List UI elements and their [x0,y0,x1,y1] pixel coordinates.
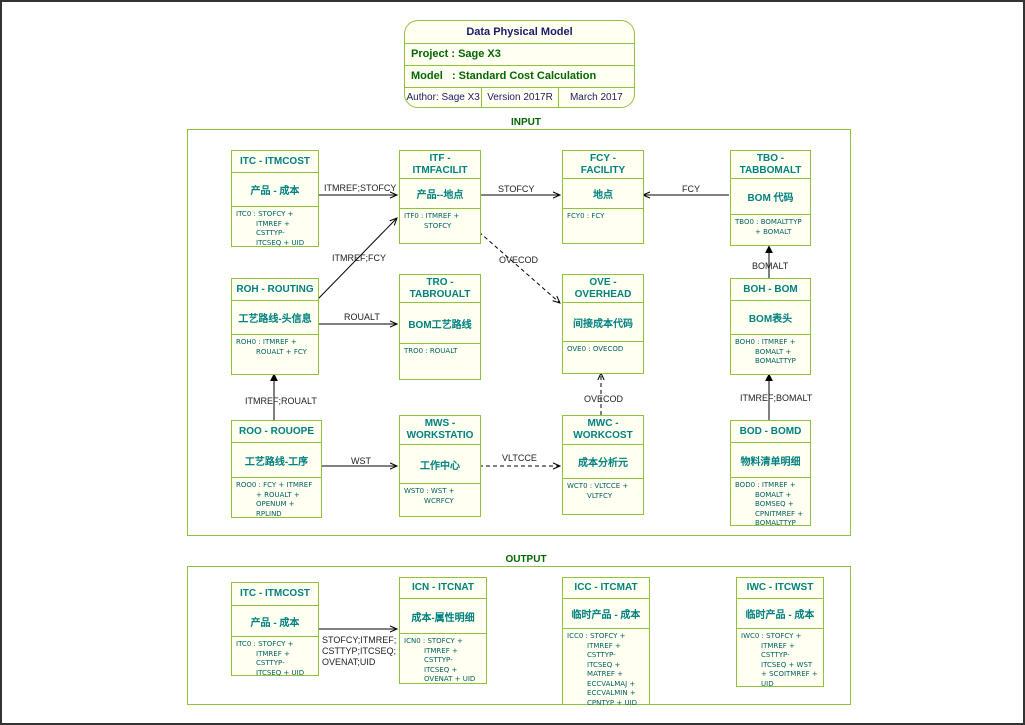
entity-keys: ITC0 : STOFCY + ITMREF + CSTTYP- ITCSEQ … [236,640,305,677]
entity-keys: BOD0 : ITMREF + BOMALT + BOMSEQ + CPNITM… [735,481,804,527]
entity-header: ICC - ITCMAT [563,578,649,599]
entity-roh-routing[interactable]: ROH - ROUTING 工艺路线-头信息 ROH0 : ITMREF + R… [231,278,319,375]
label-itf-fcy: STOFCY [498,184,535,194]
entity-comment: 工艺路线-头信息 [232,301,318,335]
entity-keys: ROO0 : FCY + ITMREF + ROUALT + OPENUM + … [236,481,313,518]
entity-mws-workstatio[interactable]: MWS - WORKSTATIO 工作中心 WST0 : WST + WCRFC… [399,415,481,517]
entity-keys: OVE0 : OVECOD [567,345,624,353]
entity-icn-itcnat[interactable]: ICN - ITCNAT 成本-属性明细 ICN0 : STOFCY + ITM… [399,577,487,684]
link-roh-itf [317,218,397,300]
entity-header: ROH - ROUTING [232,279,318,301]
entity-bod-bomd[interactable]: BOD - BOMD 物料清单明细 BOD0 : ITMREF + BOMALT… [730,420,811,527]
entity-keys: WST0 : WST + WCRFCY [404,487,455,505]
entity-comment: 物料清单明细 [731,443,810,478]
entity-roo-rouope[interactable]: ROO - ROUOPE 工艺路线-工序 ROO0 : FCY + ITMREF… [231,420,322,518]
entity-mwc-workcost[interactable]: MWC - WORKCOST 成本分析元 WCT0 : VLTCCE + VLT… [562,415,644,515]
label-tbo-fcy: FCY [682,184,700,194]
entity-comment: 产品 - 成本 [232,173,318,207]
entity-comment: 临时产品 - 成本 [737,599,823,629]
label-mwc-ove: OVECOD [584,394,624,404]
entity-keys: BOH0 : ITMREF + BOMALT + BOMALTTYP [735,338,796,365]
label-mws-mwc: VLTCCE [502,453,537,463]
entity-comment: 工艺路线-工序 [232,443,321,478]
entity-icc-itcmat[interactable]: ICC - ITCMAT 临时产品 - 成本 ICC0 : STOFCY + I… [562,577,650,707]
entity-comment: BOM 代码 [731,179,810,215]
entity-header: ITF - ITMFACILIT [400,151,480,179]
entity-header: TBO - TABBOMALT [731,151,810,179]
label-itc-itf: ITMREF;STOFCY [324,183,397,193]
entity-comment: BOM工艺路线 [400,303,480,344]
entity-header: MWS - WORKSTATIO [400,416,480,445]
model-name: Model : Standard Cost Calculation [405,66,634,88]
output-section-label: OUTPUT [505,554,547,565]
entity-comment: 工作中心 [400,445,480,484]
label-boh-tbo: BOMALT [752,261,789,271]
entity-header: ITC - ITMCOST [232,583,318,606]
entity-keys: ITC0 : STOFCY + ITMREF + CSTTYP- ITCSEQ … [236,210,305,247]
entity-itc-itmcost-output[interactable]: ITC - ITMCOST 产品 - 成本 ITC0 : STOFCY + IT… [231,582,319,677]
entity-comment: 产品 - 成本 [232,606,318,637]
entity-header: OVE - OVERHEAD [563,275,643,303]
project-name: Project : Sage X3 [405,44,634,66]
title-block-footer: Author: Sage X3 Version 2017R March 2017 [405,88,634,107]
label-roh-tro: ROUALT [344,312,380,322]
entity-fcy-facility[interactable]: FCY - FACILITY 地点 FCY0 : FCY [562,150,644,244]
label-bod-boh: ITMREF;BOMALT [740,393,813,403]
entity-ove-overhead[interactable]: OVE - OVERHEAD 间接成本代码 OVE0 : OVECOD [562,274,644,374]
input-section-label: INPUT [511,117,541,128]
entity-comment: 成本分析元 [563,445,643,479]
title-block: Data Physical Model Project : Sage X3 Mo… [404,20,635,108]
entity-keys: TRO0 : ROUALT [404,347,458,355]
entity-iwc-itcwst[interactable]: IWC - ITCWST 临时产品 - 成本 IWC0 : STOFCY + I… [736,577,824,688]
entity-header: ITC - ITMCOST [232,151,318,173]
label-itf-ove: OVECOD [499,255,539,265]
entity-itf-itmfacilit[interactable]: ITF - ITMFACILIT 产品--地点 ITF0 : ITMREF + … [399,150,481,244]
entity-tro-tabroualt[interactable]: TRO - TABROUALT BOM工艺路线 TRO0 : ROUALT [399,274,481,380]
entity-comment: 成本-属性明细 [400,599,486,634]
entity-boh-bom[interactable]: BOH - BOM BOM表头 BOH0 : ITMREF + BOMALT +… [730,278,811,375]
entity-comment: 临时产品 - 成本 [563,599,649,629]
date-label: March 2017 [569,92,623,103]
entity-header: FCY - FACILITY [563,151,643,179]
entity-keys: ITF0 : ITMREF + STOFCY [404,212,460,230]
link-itf-ove [478,231,560,303]
entity-keys: IWC0 : STOFCY + ITMREF + CSTTYP- ITCSEQ … [741,632,818,688]
entity-keys: ROH0 : ITMREF + ROUALT + FCY [236,338,307,356]
entity-keys: TBO0 : BOMALTTYP + BOMALT [735,218,802,236]
entity-keys: WCT0 : VLTCCE + VLTFCY [567,482,629,500]
entity-header: TRO - TABROUALT [400,275,480,303]
version-label: Version 2017R [482,88,559,107]
entity-header: MWC - WORKCOST [563,416,643,445]
entity-header: BOH - BOM [731,279,810,301]
author-label: Author: Sage X3 [405,88,483,107]
entity-comment: BOM表头 [731,301,810,335]
entity-keys: FCY0 : FCY [567,212,605,220]
entity-comment: 地点 [563,179,643,209]
label-roo-mws: WST [351,456,371,466]
entity-tbo-tabbomalt[interactable]: TBO - TABBOMALT BOM 代码 TBO0 : BOMALTTYP … [730,150,811,246]
entity-header: BOD - BOMD [731,421,810,443]
label-roo-roh: ITMREF;ROUALT [245,396,317,406]
entity-comment: 产品--地点 [400,179,480,209]
entity-itc-itmcost[interactable]: ITC - ITMCOST 产品 - 成本 ITC0 : STOFCY + IT… [231,150,319,247]
label-itc-icn: STOFCY;ITMREF; CSTTYP;ITCSEQ; OVENAT;UID [322,635,397,667]
entity-keys: ICN0 : STOFCY + ITMREF + CSTTYP- ITCSEQ … [404,637,476,683]
label-roh-itf: ITMREF;FCY [332,253,386,263]
entity-header: ROO - ROUOPE [232,421,321,443]
entity-comment: 间接成本代码 [563,303,643,342]
entity-header: ICN - ITCNAT [400,578,486,599]
model-title: Data Physical Model [405,21,634,44]
entity-header: IWC - ITCWST [737,578,823,599]
entity-keys: ICC0 : STOFCY + ITMREF + CSTTYP- ITCSEQ … [567,632,638,707]
